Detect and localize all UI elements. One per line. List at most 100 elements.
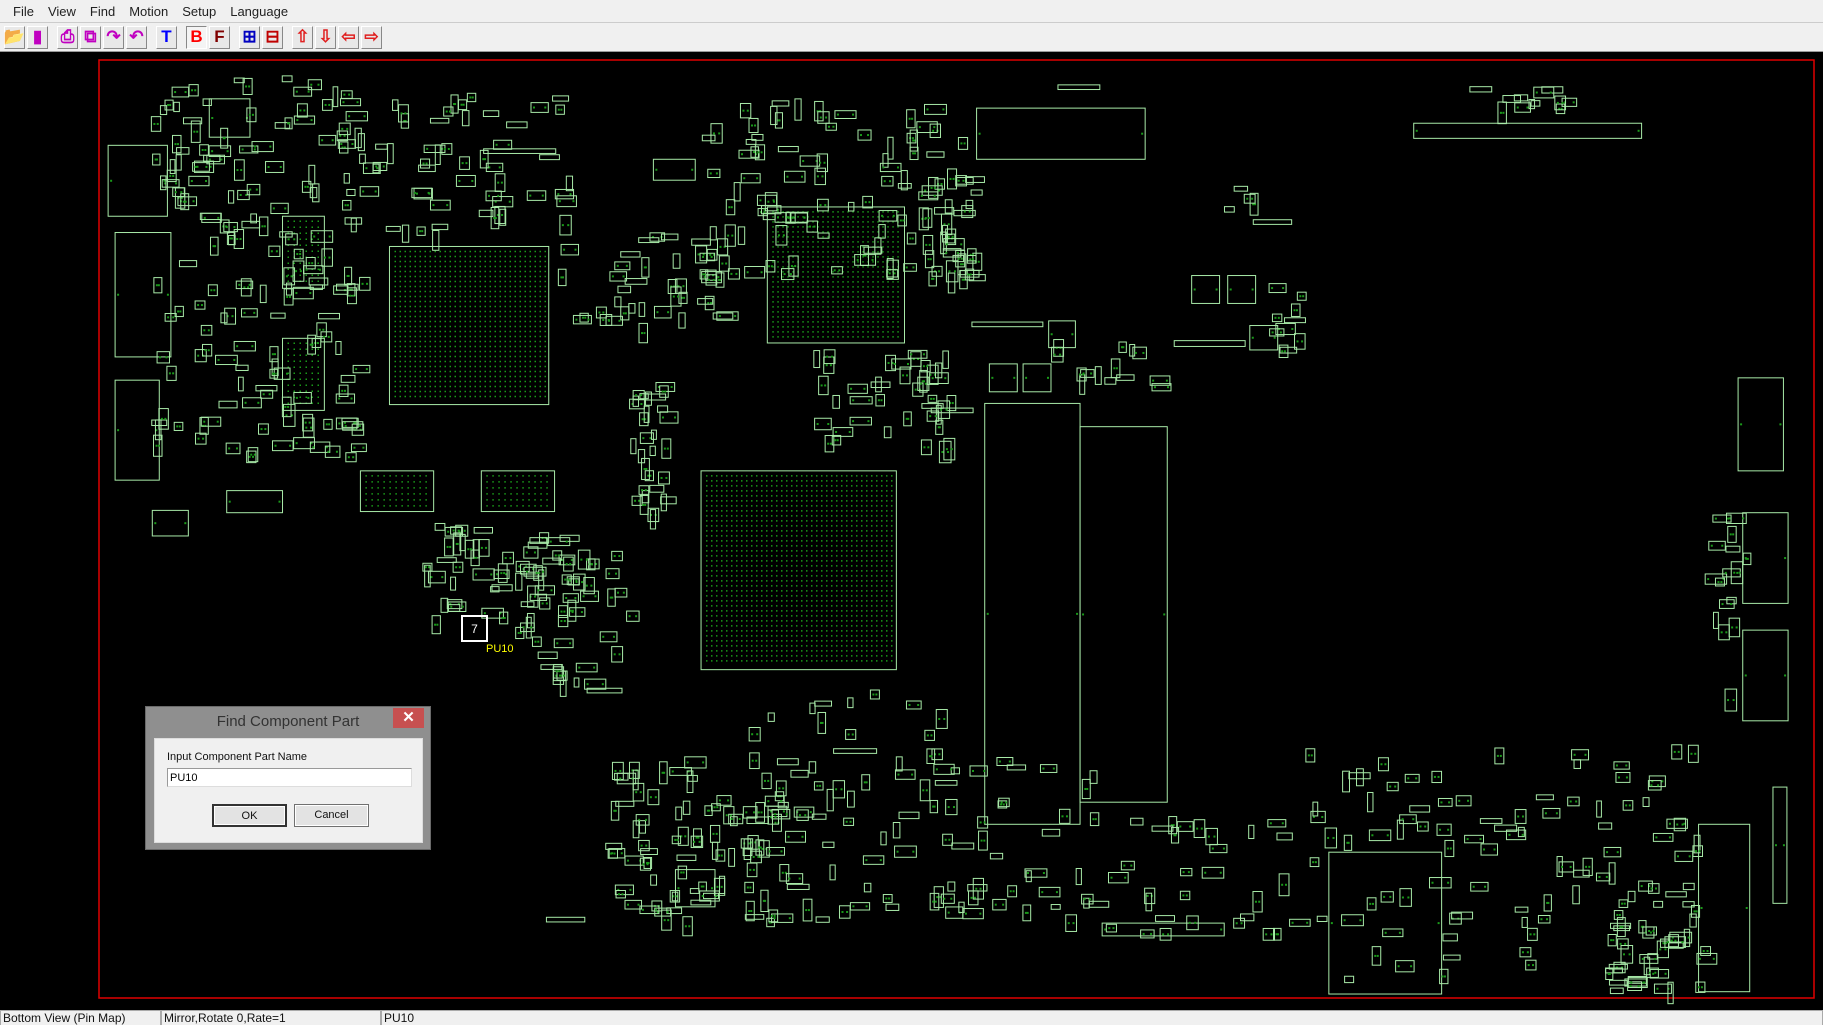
component: [825, 122, 837, 131]
component: [1555, 103, 1566, 115]
zoom-out-button[interactable]: ⊟: [262, 25, 283, 49]
pin: [933, 186, 936, 189]
part-name-input[interactable]: [167, 768, 412, 787]
component: [282, 403, 296, 427]
pin: [943, 717, 946, 720]
pin: [687, 770, 690, 773]
component: [747, 835, 759, 850]
menu-find[interactable]: Find: [89, 3, 116, 19]
component: [660, 496, 677, 505]
component: [555, 104, 565, 115]
pin: [905, 417, 908, 420]
component: [282, 337, 325, 411]
component: [307, 79, 322, 91]
pin: [809, 225, 812, 228]
menu-setup[interactable]: Setup: [182, 3, 217, 19]
component: [1558, 861, 1575, 873]
pin: [257, 401, 260, 404]
component: [491, 584, 513, 592]
pin: [641, 418, 644, 421]
pin: [205, 165, 208, 168]
pin: [887, 361, 890, 364]
move-left-button[interactable]: ⇦: [338, 25, 359, 49]
full-view-button[interactable]: F: [209, 25, 230, 49]
component: [1041, 828, 1061, 837]
open-button[interactable]: 📂: [4, 25, 25, 49]
pin: [713, 806, 716, 809]
pin: [582, 595, 585, 598]
ok-button[interactable]: OK: [212, 804, 287, 827]
component: [744, 266, 766, 279]
move-up-button[interactable]: ⇧: [292, 25, 313, 49]
menu-file[interactable]: File: [13, 3, 34, 19]
pin: [645, 844, 648, 847]
cancel-button[interactable]: Cancel: [294, 804, 369, 827]
pin: [1281, 350, 1284, 353]
component: [199, 144, 209, 156]
component: [1639, 954, 1659, 964]
pin: [816, 422, 819, 425]
status-part: PU10: [381, 1010, 1823, 1025]
pin: [191, 89, 194, 92]
pin: [836, 439, 839, 442]
pin: [328, 235, 331, 238]
component: [966, 255, 977, 264]
zoom-in-button[interactable]: ⊞: [239, 25, 260, 49]
component: [976, 107, 1146, 160]
component: [881, 175, 894, 187]
component: [233, 77, 245, 84]
menu-language[interactable]: Language: [230, 3, 289, 19]
component: [1399, 888, 1412, 907]
pin: [622, 591, 625, 594]
pin: [236, 237, 239, 240]
pin: [1179, 825, 1182, 828]
move-down-button[interactable]: ⇩: [315, 25, 336, 49]
exit-button[interactable]: ▮: [27, 25, 48, 49]
component: [863, 882, 872, 893]
pin: [217, 358, 220, 361]
top-view-button[interactable]: T: [156, 25, 177, 49]
pin: [594, 595, 597, 598]
component: [771, 913, 794, 923]
component: [942, 833, 953, 846]
component: [401, 224, 410, 243]
copy-button[interactable]: ⧉: [80, 25, 101, 49]
component: [869, 689, 880, 700]
pin: [925, 789, 928, 792]
component: [755, 802, 766, 823]
component: [693, 828, 702, 847]
rotate-button[interactable]: ↷: [103, 25, 124, 49]
mirror-button[interactable]: ↶: [126, 25, 147, 49]
menu-motion[interactable]: Motion: [129, 3, 169, 19]
status-view: Bottom View (Pin Map): [0, 1010, 161, 1025]
pin: [1120, 346, 1123, 349]
component: [624, 278, 648, 285]
component: [322, 99, 333, 111]
pin: [285, 275, 288, 278]
close-icon[interactable]: ✕: [393, 708, 424, 728]
pin: [760, 271, 763, 274]
component: [241, 308, 258, 318]
pin: [530, 626, 533, 629]
menu-view[interactable]: View: [47, 3, 76, 19]
component: [886, 258, 894, 280]
component: [450, 576, 457, 591]
component: [251, 141, 274, 153]
pin: [980, 839, 983, 842]
pin: [1700, 906, 1703, 909]
pin: [664, 390, 667, 393]
bottom-view-button[interactable]: B: [186, 25, 207, 49]
component: [553, 663, 563, 679]
mirror-icon: ↶: [129, 27, 144, 46]
print-button[interactable]: ⎙: [57, 25, 78, 49]
component: [748, 726, 761, 742]
component: [166, 365, 177, 381]
pin: [697, 836, 700, 839]
pin: [1547, 901, 1550, 904]
pin: [1146, 894, 1149, 897]
pin: [909, 237, 912, 240]
pin: [1330, 922, 1333, 925]
move-right-button[interactable]: ⇨: [361, 25, 382, 49]
